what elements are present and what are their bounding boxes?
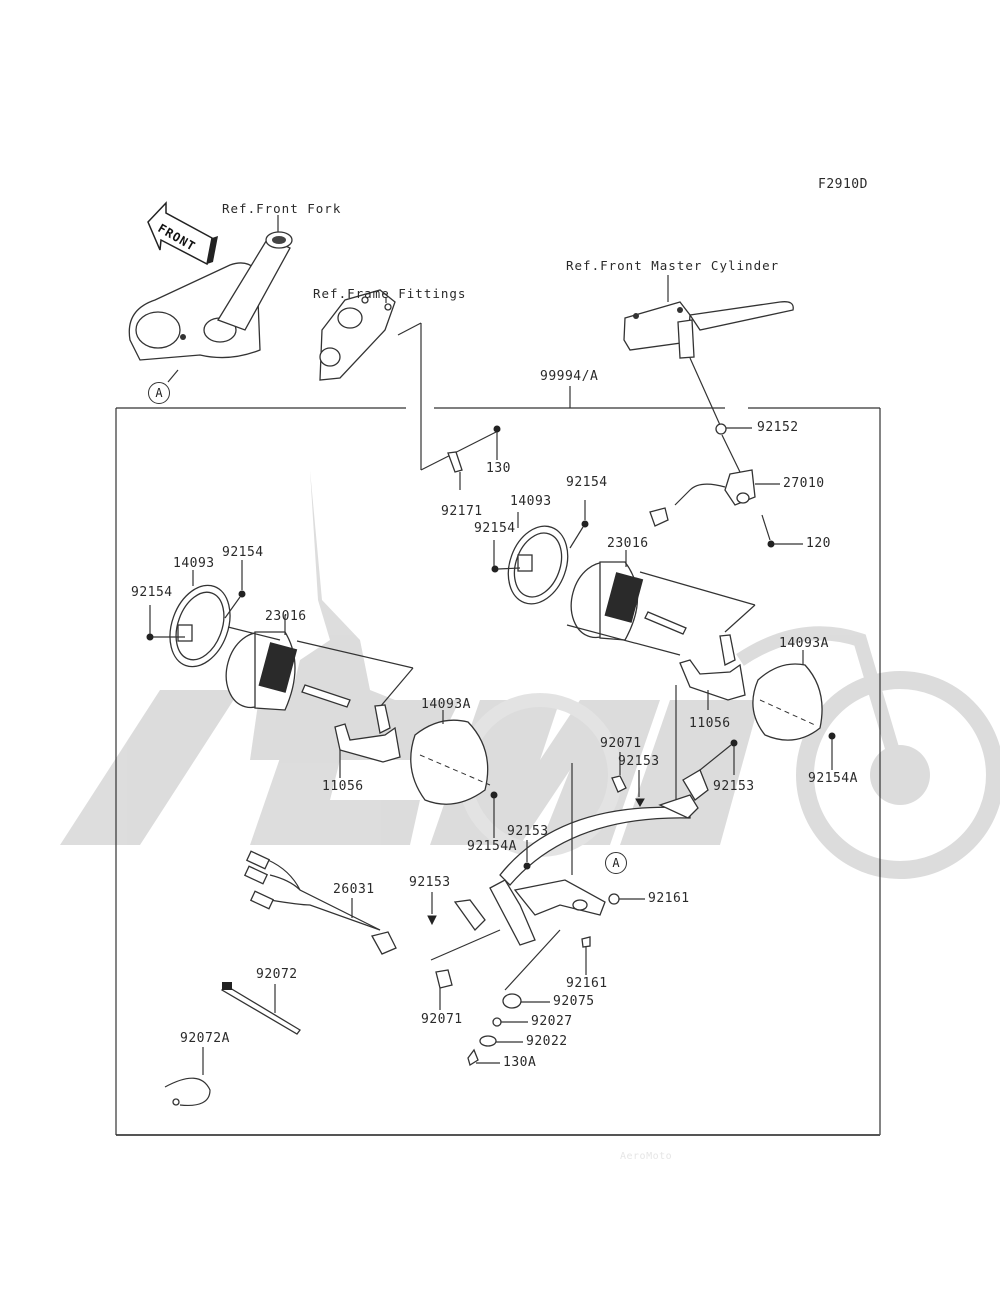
part-92154-right-top[interactable]: 92154 [566,475,608,490]
right-headlight-unit-23016 [566,550,756,656]
part-92154-left-top[interactable]: 92154 [222,545,264,560]
part-92161-right[interactable]: 92161 [648,891,690,906]
left-bezel-14093 [146,560,246,668]
frame-fittings-illustration [319,289,501,471]
kit-label: 99994/A [540,369,599,384]
watermark-graphic [60,470,1000,879]
part-92154A-left[interactable]: 92154A [467,839,517,854]
ref-front-fork: Ref.Front Fork [222,201,342,216]
callout-marker-a-bottom: A [605,852,627,874]
part-92154-left-side[interactable]: 92154 [131,585,173,600]
part-92154A-right[interactable]: 92154A [808,771,858,786]
part-92153-middle[interactable]: 92153 [507,824,549,839]
left-bracket-11056 [334,704,401,778]
part-23016-right[interactable]: 23016 [607,536,649,551]
right-lens-14093A [752,650,836,770]
kit-box [115,386,881,1136]
part-92022[interactable]: 92022 [526,1034,568,1049]
part-92161-lower[interactable]: 92161 [566,976,608,991]
front-fork-illustration [128,215,293,383]
part-92154-right-side[interactable]: 92154 [474,521,516,536]
cable-tie-92072A-illustration [164,1047,211,1107]
part-11056-right[interactable]: 11056 [689,716,731,731]
ref-frame-fittings: Ref.Frame Fittings [313,286,467,301]
part-92072[interactable]: 92072 [256,967,298,982]
part-26031[interactable]: 26031 [333,882,375,897]
part-92152[interactable]: 92152 [757,420,799,435]
part-92072A[interactable]: 92072A [180,1031,230,1046]
part-130A[interactable]: 130A [503,1055,537,1070]
figure-code: F2910D [818,177,868,192]
part-23016-left[interactable]: 23016 [265,609,307,624]
right-bracket-11056 [675,634,746,800]
part-120[interactable]: 120 [806,536,831,551]
part-92153-upper-left[interactable]: 92153 [618,754,660,769]
cable-tie-92072-illustration [221,982,301,1035]
part-92171[interactable]: 92171 [441,504,483,519]
small-hardware [427,739,738,1067]
part-92027[interactable]: 92027 [531,1014,573,1029]
part-92071-lower[interactable]: 92071 [421,1012,463,1027]
part-92153-lower[interactable]: 92153 [409,875,451,890]
part-130[interactable]: 130 [486,461,511,476]
right-bezel-14093 [491,500,589,605]
bolt-130-and-clamp-92171 [447,425,501,490]
left-headlight-unit-23016 [225,615,414,711]
part-92153-upper-right[interactable]: 92153 [713,779,755,794]
part-11056-left[interactable]: 11056 [322,779,364,794]
part-14093A-left[interactable]: 14093A [421,697,471,712]
main-stay-bracket [453,769,709,946]
part-14093-right[interactable]: 14093 [510,494,552,509]
part-14093-left[interactable]: 14093 [173,556,215,571]
part-14093A-right[interactable]: 14093A [779,636,829,651]
part-27010[interactable]: 27010 [783,476,825,491]
watermark-text: AeroMoto [620,1151,673,1162]
harness-26031-illustration [243,850,397,955]
part-92075[interactable]: 92075 [553,994,595,1009]
ref-front-master-cylinder: Ref.Front Master Cylinder [566,258,780,273]
callout-marker-a-top: A [148,382,170,404]
left-lens-14093A [410,710,498,838]
part-92071-upper[interactable]: 92071 [600,736,642,751]
front-arrow-icon [147,201,218,266]
switch-27010-illustration [649,423,803,548]
master-cylinder-illustration [623,275,794,426]
